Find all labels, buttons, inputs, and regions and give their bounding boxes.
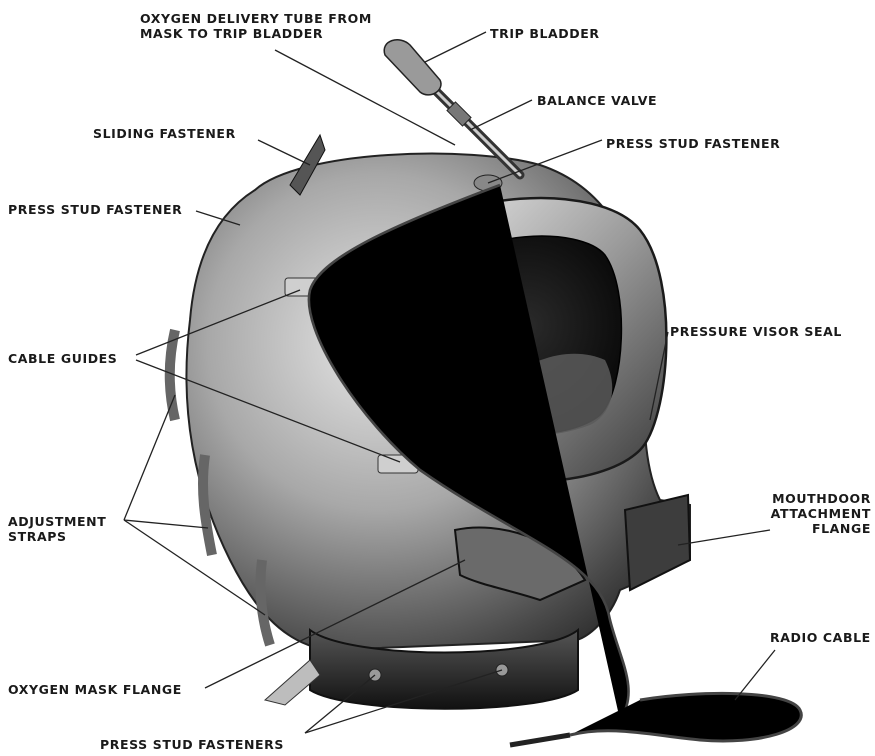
label-radio-cable: RADIO CABLE bbox=[770, 630, 871, 645]
label-oxygen-mask-flange: OXYGEN MASK FLANGE bbox=[8, 682, 182, 697]
label-adjustment-straps-line1: ADJUSTMENT bbox=[8, 514, 106, 529]
label-press-stud-top: PRESS STUD FASTENER bbox=[606, 136, 780, 151]
label-oxygen-tube-line1: OXYGEN DELIVERY TUBE FROM bbox=[140, 11, 372, 26]
label-mouthdoor-line1: MOUTHDOOR bbox=[771, 491, 871, 506]
label-pressure-visor-seal: PRESSURE VISOR SEAL bbox=[670, 324, 842, 339]
label-press-stud-fasteners: PRESS STUD FASTENERS bbox=[100, 737, 284, 752]
label-cable-guides: CABLE GUIDES bbox=[8, 351, 117, 366]
trip-bladder-shape bbox=[384, 40, 441, 95]
label-sliding-fastener: SLIDING FASTENER bbox=[93, 126, 236, 141]
radio-plug bbox=[510, 735, 570, 745]
label-press-stud-left: PRESS STUD FASTENER bbox=[8, 202, 182, 217]
radio-cable-loop bbox=[570, 693, 801, 741]
label-adjustment-straps-line2: STRAPS bbox=[8, 529, 106, 544]
label-oxygen-tube-line2: MASK TO TRIP BLADDER bbox=[140, 26, 372, 41]
label-trip-bladder: TRIP BLADDER bbox=[490, 26, 600, 41]
label-mouthdoor: MOUTHDOOR ATTACHMENT FLANGE bbox=[771, 491, 871, 536]
label-adjustment-straps: ADJUSTMENT STRAPS bbox=[8, 514, 106, 544]
mouthdoor-flange bbox=[625, 495, 690, 590]
label-balance-valve: BALANCE VALVE bbox=[537, 93, 657, 108]
label-mouthdoor-line3: FLANGE bbox=[771, 521, 871, 536]
label-mouthdoor-line2: ATTACHMENT bbox=[771, 506, 871, 521]
label-oxygen-tube: OXYGEN DELIVERY TUBE FROM MASK TO TRIP B… bbox=[140, 11, 372, 41]
bottom-strap bbox=[265, 660, 320, 705]
